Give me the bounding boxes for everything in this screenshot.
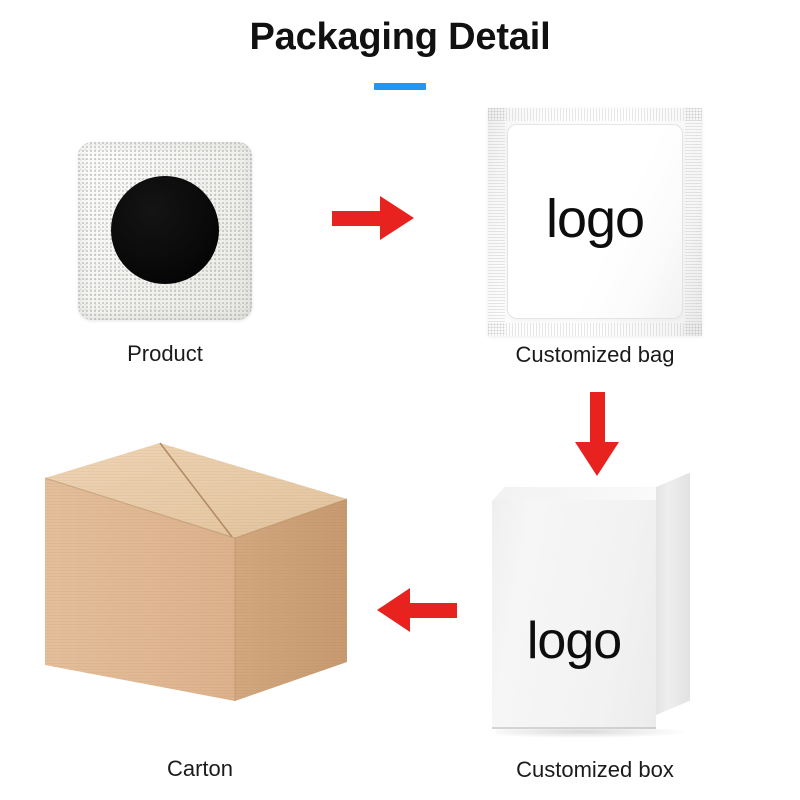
customized-bag-caption: Customized bag	[515, 342, 675, 367]
box-top-face	[492, 487, 669, 501]
arrow-down-shaft	[590, 392, 605, 446]
page-title: Packaging Detail	[249, 16, 551, 58]
customized-box-caption: Customized box	[516, 757, 674, 782]
arrow-left-icon	[377, 588, 457, 632]
bag-front-panel: logo	[508, 125, 682, 318]
bag-bottom-seal	[488, 323, 702, 336]
shipping-carton-icon	[44, 442, 348, 701]
arrow-down-head	[575, 442, 619, 476]
arrow-left-shaft	[407, 603, 457, 618]
carton-lid-seam	[159, 442, 233, 538]
box-front-face: logo	[492, 500, 656, 729]
product-caption: Product	[127, 341, 203, 366]
arrow-left-head	[377, 588, 410, 632]
carton-caption: Carton	[166, 756, 234, 781]
nonwoven-patch-icon	[78, 142, 252, 320]
arrow-right-shaft	[332, 211, 384, 226]
product-image	[78, 142, 252, 320]
box-side-face	[656, 472, 690, 715]
box-drop-shadow	[496, 729, 686, 738]
arrow-right-icon	[332, 196, 414, 240]
arrow-right-head	[380, 196, 414, 240]
patch-black-circle	[111, 176, 219, 284]
carton-image	[42, 441, 352, 706]
box-logo-text: logo	[526, 612, 622, 670]
arrow-down-icon	[575, 392, 619, 480]
bag-logo-text: logo	[545, 188, 645, 249]
title-underline-accent	[374, 83, 426, 90]
customized-bag-image: logo	[488, 108, 702, 336]
customized-box-image: logo	[492, 472, 692, 738]
bag-top-seal	[488, 108, 702, 121]
sachet-bag-icon: logo	[488, 108, 702, 336]
